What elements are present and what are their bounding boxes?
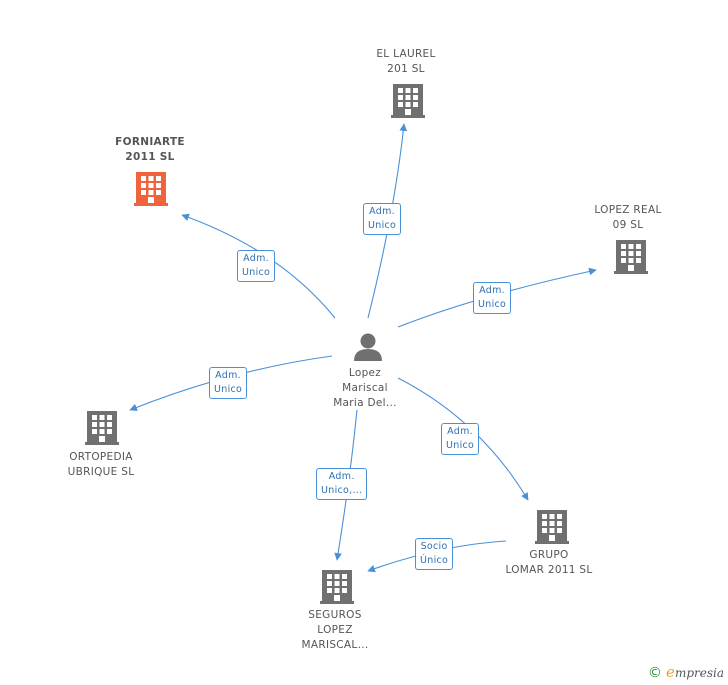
building-icon-el-laurel[interactable] [391,84,425,118]
node-label-forniarte[interactable]: FORNIARTE 2011 SL [115,136,185,163]
building-icon-ortopedia[interactable] [85,411,119,445]
building-icon-grupo-lomar[interactable] [535,510,569,544]
node-label-grupo-lomar[interactable]: GRUPO LOMAR 2011 SL [505,549,593,576]
copyright-symbol: © [647,665,662,681]
edge-label-seguros: Adm. Unico,... [316,468,368,500]
edge-label-grupo-lomar: Adm. Unico [441,423,480,455]
edge-label-ortopedia: Adm. Unico [209,367,248,399]
building-icon-lopez-real[interactable] [614,240,648,274]
edge-label-forniarte: Adm. Unico [237,250,276,282]
building-icon-forniarte[interactable] [134,172,168,206]
brand-logo: empresia [666,663,724,681]
edge-label-grupo-to-seguros: Socio Único [415,538,454,570]
node-label-lopez-real[interactable]: LOPEZ REAL 09 SL [594,204,662,231]
node-label-person[interactable]: Lopez Mariscal Maria Del... [333,367,397,409]
node-label-el-laurel[interactable]: EL LAUREL 201 SL [376,48,436,75]
edge-label-lopez-real: Adm. Unico [473,282,512,314]
brand-footer[interactable]: © empresia [648,663,724,681]
node-label-ortopedia[interactable]: ORTOPEDIA UBRIQUE SL [67,451,135,478]
node-label-seguros[interactable]: SEGUROS LOPEZ MARISCAL... [301,609,369,651]
edge-label-el-laurel: Adm. Unico [363,203,402,235]
person-icon[interactable] [354,333,382,362]
building-icon-seguros[interactable] [320,570,354,604]
